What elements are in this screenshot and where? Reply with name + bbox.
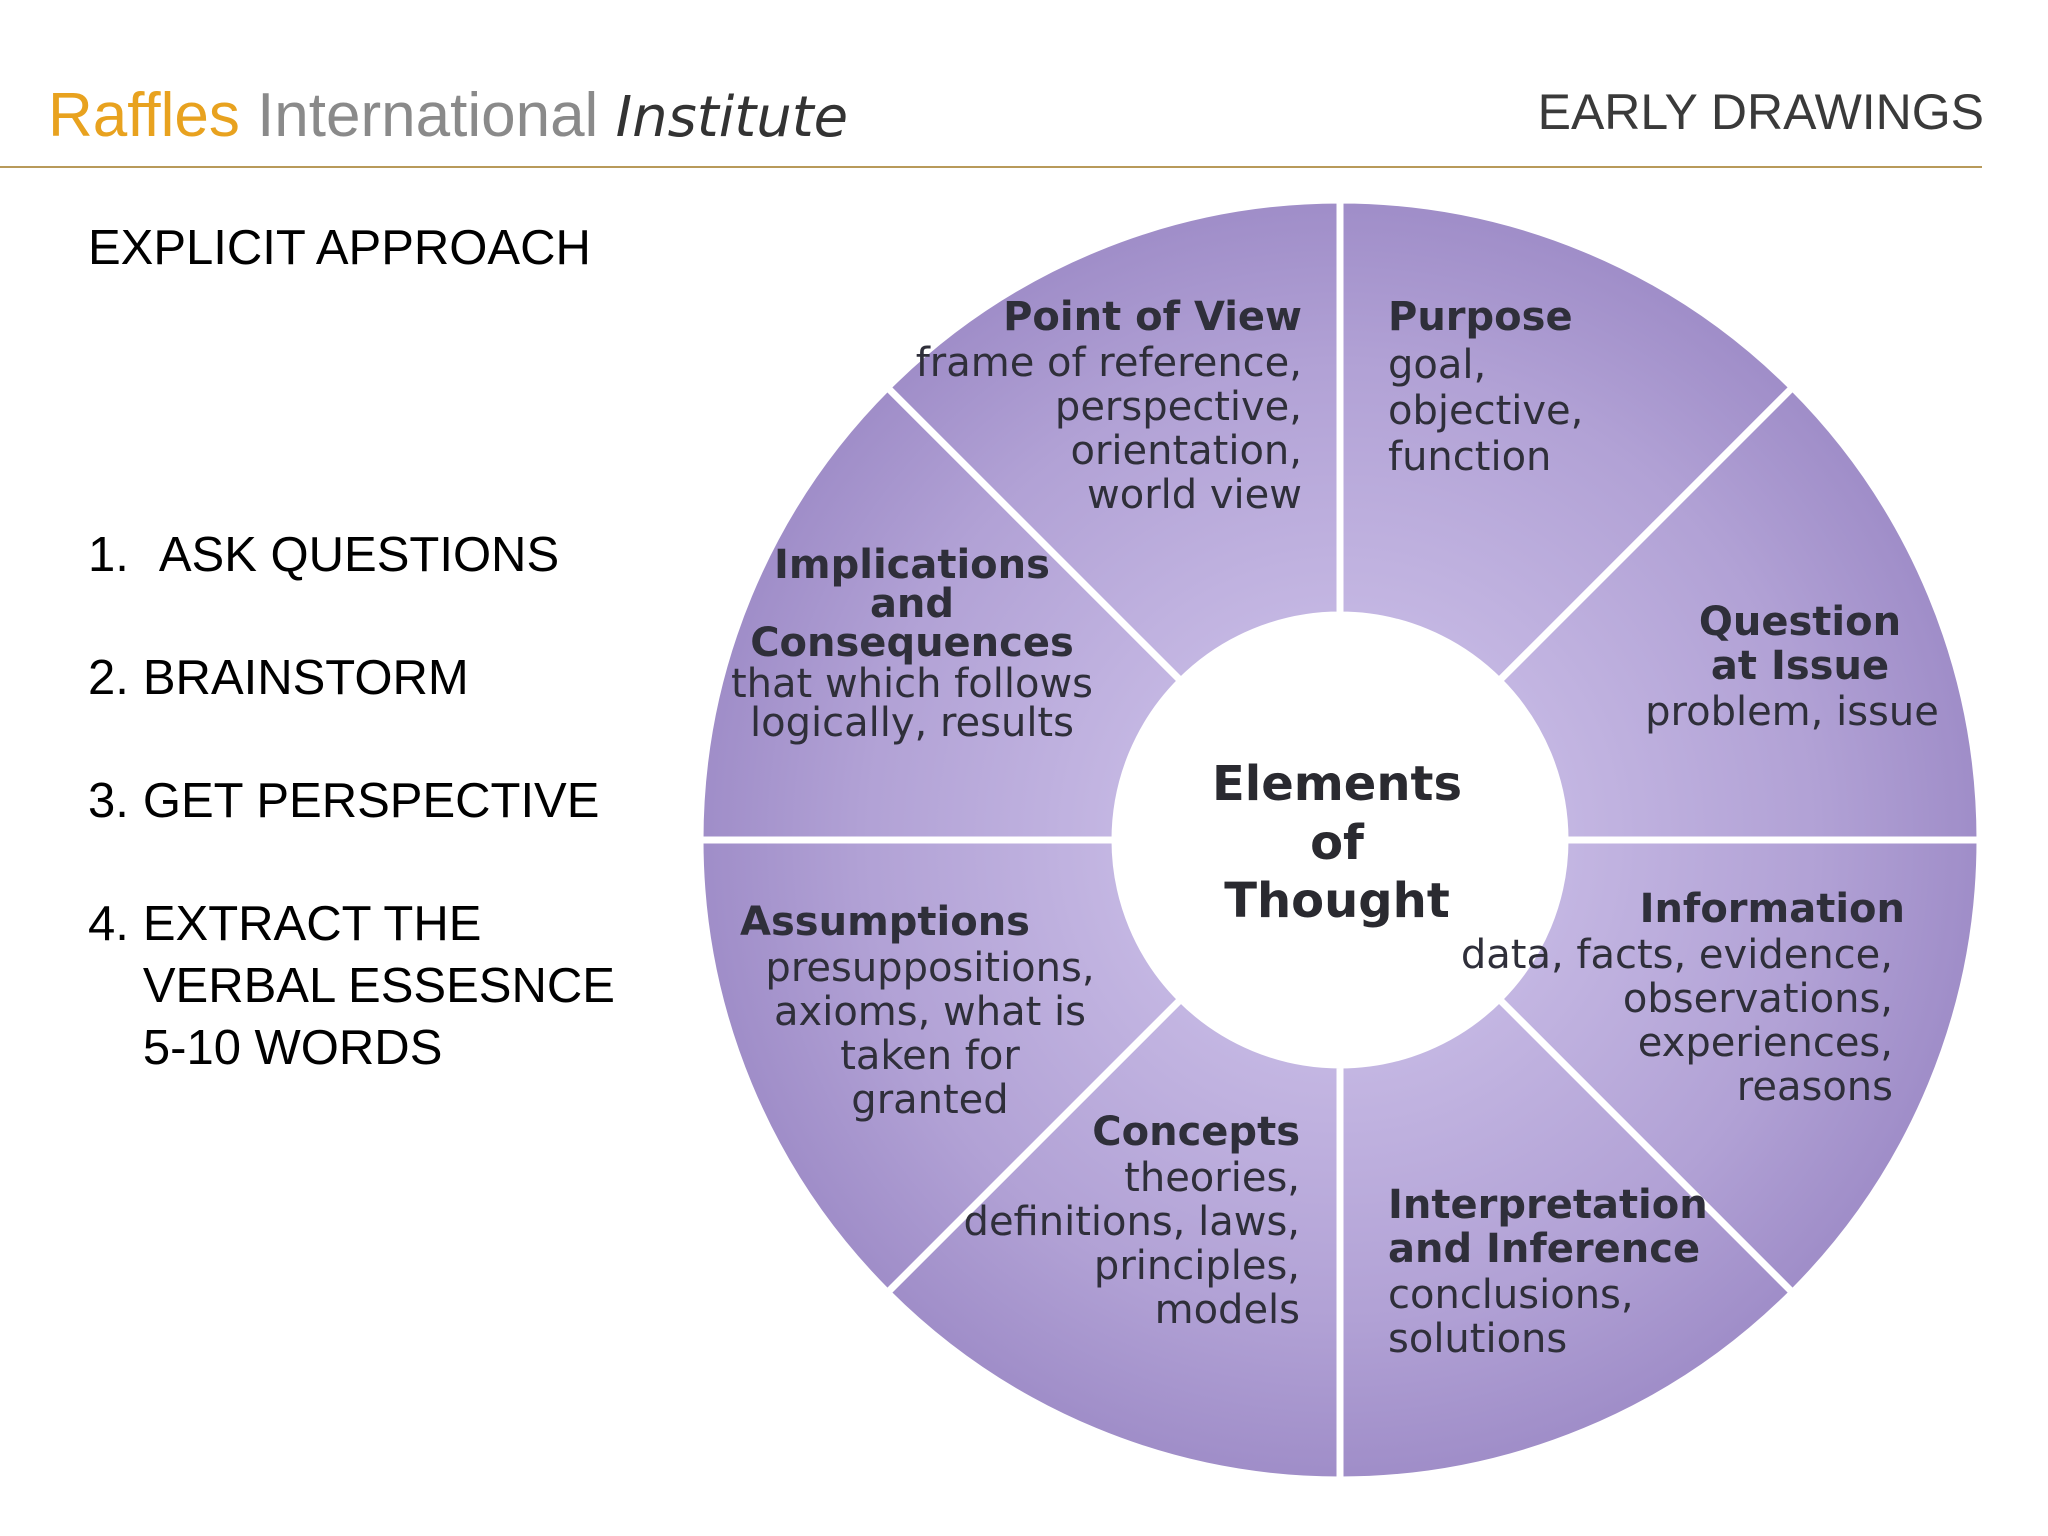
step-line: 5-10 WORDS (142, 1021, 443, 1075)
step-number: 1. (88, 528, 129, 582)
segment-description: presuppositions, (765, 945, 1094, 991)
section-label: EARLY DRAWINGS (1537, 84, 1984, 140)
wheel-segment (1336, 200, 1797, 685)
step-text: BRAINSTORM (143, 647, 469, 709)
segment-description: function (1388, 434, 1551, 480)
step-line: EXTRACT THE (142, 897, 482, 951)
segment-description: principles, (1094, 1243, 1300, 1289)
step-text: ASK QUESTIONS (159, 524, 559, 586)
segment-description: data, facts, evidence, (1461, 932, 1893, 978)
segment-title: Assumptions (740, 899, 1030, 945)
wheel-segment (1495, 836, 1984, 1297)
step-item: 1. ASK QUESTIONS (88, 524, 615, 586)
wheel-segment (883, 995, 1344, 1484)
segment-description: perspective, (1055, 384, 1302, 430)
step-number: 2. (88, 651, 129, 705)
center-line: Thought (1224, 873, 1450, 929)
segment-description: solutions (1388, 1316, 1567, 1362)
center-line: of (1310, 815, 1365, 871)
step-item: 3.GET PERSPECTIVE (88, 770, 615, 832)
step-item: 4.EXTRACT THE VERBAL ESSESNCE 5-10 WORDS (88, 893, 615, 1079)
slide-header: Raffles International Institute EARLY DR… (0, 0, 2048, 172)
segment-description: goal, (1388, 342, 1486, 388)
wheel-segment (1336, 995, 1797, 1484)
segment-description: logically, results (750, 700, 1074, 746)
wheel-segment (696, 383, 1185, 844)
step-number: 4. (88, 897, 129, 951)
segment-description: taken for (840, 1033, 1020, 1079)
step-text: GET PERSPECTIVE (143, 770, 600, 832)
step-item: 2.BRAINSTORM (88, 647, 615, 709)
segment-description: observations, (1623, 976, 1893, 1022)
wheel-segments (696, 200, 1984, 1484)
segment-description: models (1155, 1287, 1300, 1333)
segment-description: axioms, what is (774, 989, 1086, 1035)
step-line: VERBAL ESSESNCE (142, 959, 615, 1013)
segment-title: Interpretation (1388, 1182, 1708, 1228)
segment-title: Purpose (1388, 294, 1573, 340)
approach-title: EXPLICIT APPROACH (88, 221, 591, 275)
segment-title: and (870, 581, 954, 627)
step-line: GET PERSPECTIVE (142, 774, 600, 828)
brand-international: International (257, 81, 599, 150)
segment-title: Point of View (1003, 294, 1302, 340)
segment-title: Implications (774, 542, 1050, 588)
segment-description: definitions, laws, (964, 1199, 1300, 1245)
center-line: Elements (1212, 756, 1462, 812)
step-text: EXTRACT THE VERBAL ESSESNCE 5-10 WORDS (143, 893, 615, 1079)
segment-description: frame of reference, (916, 340, 1302, 386)
segment-title: Consequences (750, 620, 1074, 666)
wheel-center: Elements of Thought (1212, 756, 1462, 929)
segment-description: theories, (1124, 1155, 1300, 1201)
step-number: 3. (88, 774, 129, 828)
segment-description: that which follows (731, 661, 1093, 707)
segment-description: problem, issue (1645, 689, 1939, 735)
brand-institute: Institute (615, 85, 849, 150)
segment-description: reasons (1737, 1064, 1893, 1110)
wheel-diagram: Purposegoal,objective,functionQuestionat… (696, 200, 1984, 1484)
brand-logo: Raffles International Institute (48, 78, 848, 156)
segment-title: Concepts (1092, 1109, 1300, 1155)
wheel-labels: Purposegoal,objective,functionQuestionat… (731, 294, 1939, 1362)
wheel-segment (1495, 383, 1984, 844)
segment-description: conclusions, (1388, 1272, 1634, 1318)
segment-description: granted (851, 1077, 1008, 1123)
header-divider (0, 166, 1982, 168)
wheel-segment (696, 836, 1185, 1297)
segment-title: at Issue (1711, 643, 1889, 689)
steps-list: 1. ASK QUESTIONS 2.BRAINSTORM 3.GET PERSP… (88, 524, 615, 1140)
wheel-segment (883, 200, 1344, 685)
segment-title: Information (1640, 886, 1905, 932)
step-line: BRAINSTORM (142, 651, 469, 705)
segment-description: objective, (1388, 388, 1583, 434)
segment-description: experiences, (1638, 1020, 1893, 1066)
segment-description: world view (1087, 472, 1302, 518)
brand-raffles: Raffles (48, 81, 240, 150)
segment-description: orientation, (1070, 428, 1302, 474)
segment-title: and Inference (1388, 1226, 1700, 1272)
step-line: ASK QUESTIONS (158, 528, 560, 582)
segment-title: Question (1699, 599, 1901, 645)
